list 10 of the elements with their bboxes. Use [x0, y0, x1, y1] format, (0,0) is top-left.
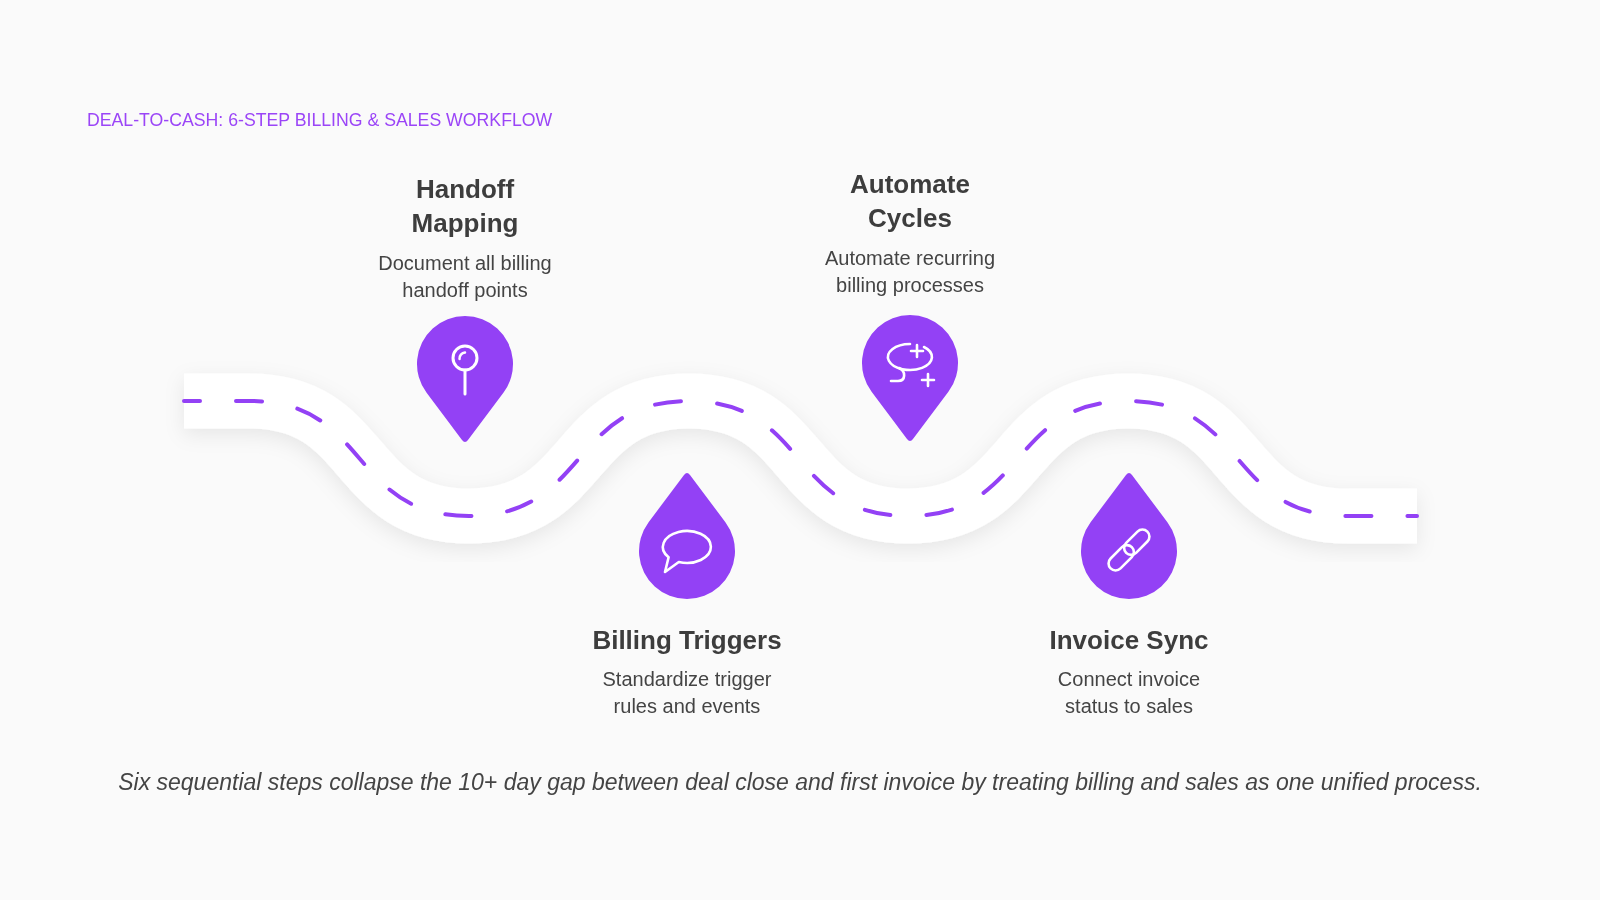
step-description: Standardize trigger rules and events — [601, 667, 773, 719]
step-description: Connect invoice status to sales — [1056, 667, 1202, 719]
step-description: Document all billing handoff points — [377, 251, 553, 303]
step-heading: Automate Cycles — [849, 168, 971, 235]
diagram-title: DEAL-TO-CASH: 6-STEP BILLING & SALES WORKFLOW — [87, 109, 553, 131]
step-heading: Invoice Sync — [1049, 624, 1209, 657]
step-heading: Billing Triggers — [592, 624, 782, 657]
caption-text: Six sequential steps collapse the 10+ day gap between deal close and first invoice by treating billing and sales as one unified process. — [118, 768, 1482, 797]
step-heading: Handoff Mapping — [410, 173, 520, 240]
step-description: Automate recurring billing processes — [823, 246, 997, 298]
